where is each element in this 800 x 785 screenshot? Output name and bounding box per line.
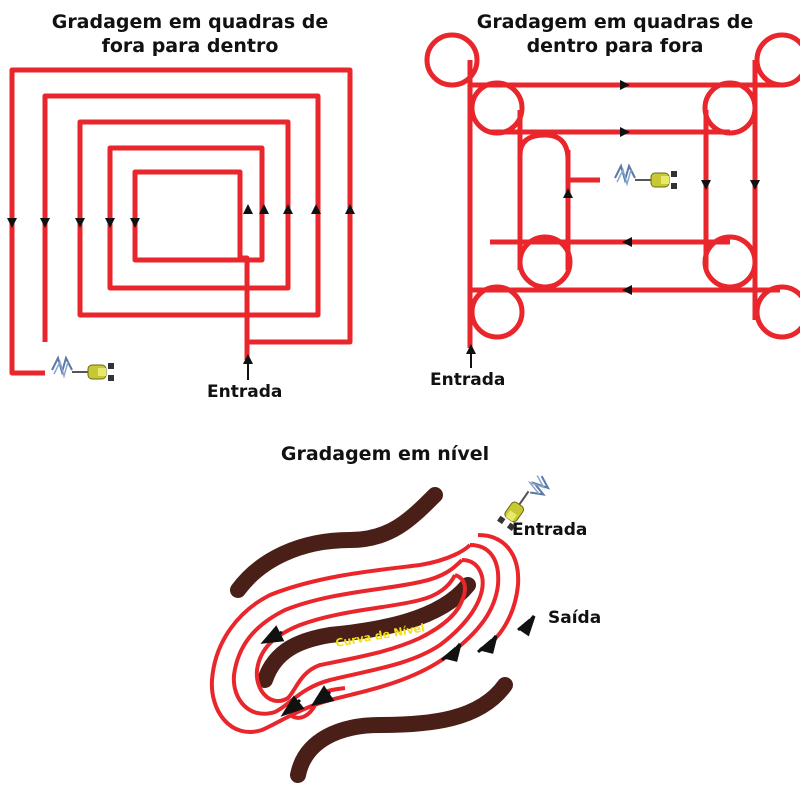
entry-arrow-inside-out bbox=[466, 344, 476, 368]
contour-band-bottom bbox=[290, 677, 513, 783]
inside-out-diagram bbox=[424, 32, 800, 348]
panel-title-contour: Gradagem em nível bbox=[280, 443, 490, 465]
tractor-icon bbox=[496, 468, 553, 535]
title-line-1: Gradagem em quadras de bbox=[476, 11, 754, 33]
panel-title-outside-in: Gradagem em quadras de fora para dentro bbox=[30, 10, 350, 58]
title-line-1: Gradagem em quadras de bbox=[51, 11, 329, 33]
outside-in-diagram bbox=[9, 67, 353, 376]
entry-label-inside-out: Entrada bbox=[430, 370, 506, 390]
contour-band-top bbox=[230, 487, 443, 598]
panel-title-inside-out: Gradagem em quadras de dentro para fora bbox=[455, 10, 775, 58]
entry-label-contour: Entrada bbox=[512, 520, 588, 540]
title-line-2: dentro para fora bbox=[526, 35, 704, 57]
contour-track-2 bbox=[209, 543, 501, 734]
track-2 bbox=[42, 93, 321, 360]
exit-label-contour: Saída bbox=[548, 608, 602, 628]
entry-label-outside-in: Entrada bbox=[207, 382, 283, 402]
entry-arrow-outside-in bbox=[243, 354, 253, 380]
contour-band-middle bbox=[257, 577, 476, 688]
contour-track-4 bbox=[254, 573, 467, 704]
direction-arrows-contour bbox=[260, 615, 536, 717]
tractor-icon bbox=[51, 357, 115, 382]
title-line-2: fora para dentro bbox=[101, 35, 279, 57]
direction-arrows-inside-out bbox=[563, 80, 760, 295]
start-loop bbox=[517, 132, 600, 183]
outer-track bbox=[9, 67, 353, 376]
contour-track-3 bbox=[231, 558, 485, 716]
contour-diagram: Curva de Nível bbox=[209, 468, 553, 783]
direction-arrows-outside-in bbox=[7, 204, 355, 228]
tractor-icon bbox=[614, 165, 678, 190]
